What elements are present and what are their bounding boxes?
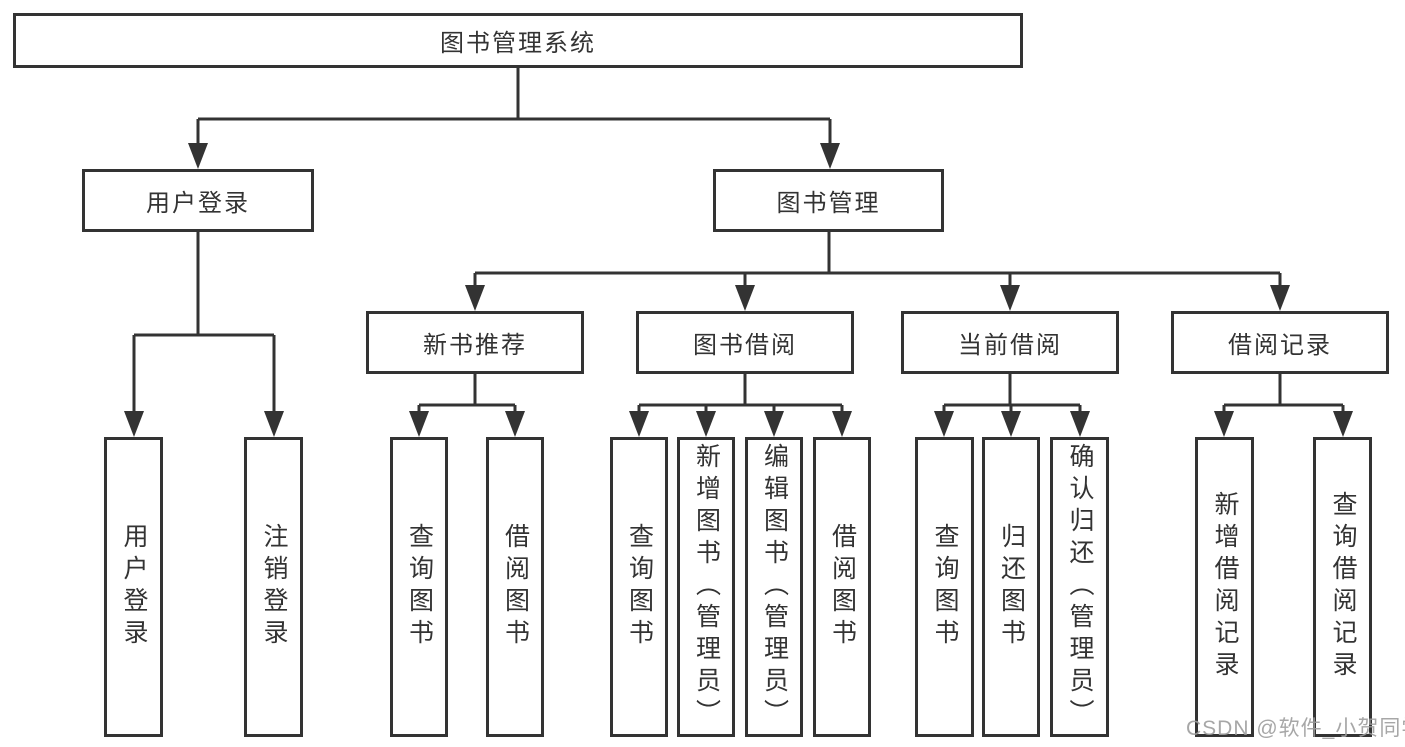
node-user-login-group-label: 用户登录: [146, 190, 250, 217]
edge-current-to-leaves: [942, 374, 1082, 414]
node-borrow-record-label: 借阅记录: [1228, 332, 1332, 359]
node-user-login-group: 用户登录: [82, 169, 314, 232]
leaf-record-add: 新增借阅记录: [1195, 437, 1254, 737]
csdn-watermark: CSDN @软件_小贺同学: [1186, 717, 1405, 740]
arrowheads: [124, 143, 1353, 437]
node-current-borrow-label: 当前借阅: [958, 332, 1062, 359]
node-new-book: 新书推荐: [366, 311, 584, 374]
leaf-borrow-edit-label: 编辑图书（管理员）: [760, 443, 789, 731]
leaf-user-login-label: 用户登录: [120, 523, 148, 651]
node-root: 图书管理系统: [13, 13, 1023, 68]
leaf-record-query: 查询借阅记录: [1313, 437, 1372, 737]
edge-borrow-to-leaves: [637, 374, 844, 414]
leaf-borrow-query-label: 查询图书: [625, 523, 654, 651]
leaf-record-add-label: 新增借阅记录: [1211, 491, 1239, 683]
leaf-current-query: 查询图书: [915, 437, 974, 737]
edge-login-to-leaves: [132, 232, 276, 414]
node-book-borrow-label: 图书借阅: [693, 332, 797, 359]
leaf-borrow-query: 查询图书: [610, 437, 668, 737]
node-book-mgmt-label: 图书管理: [776, 190, 881, 217]
leaf-borrow-add: 新增图书（管理员）: [677, 437, 735, 737]
leaf-current-query-label: 查询图书: [931, 523, 959, 651]
leaf-current-return: 归还图书: [982, 437, 1040, 737]
leaf-borrow-add-label: 新增图书（管理员）: [692, 443, 721, 731]
leaf-borrow-borrow: 借阅图书: [813, 437, 871, 737]
node-book-borrow: 图书借阅: [636, 311, 854, 374]
leaf-newbook-borrow: 借阅图书: [486, 437, 544, 737]
leaf-record-query-label: 查询借阅记录: [1329, 491, 1357, 683]
leaf-current-confirm-label: 确认归还（管理员）: [1066, 443, 1094, 731]
leaf-newbook-borrow-label: 借阅图书: [501, 523, 530, 651]
edge-newbook-to-leaves: [417, 374, 517, 414]
leaf-logout: 注销登录: [244, 437, 303, 737]
node-root-label: 图书管理系统: [440, 30, 596, 57]
edge-mgmt-to-level2: [473, 232, 1282, 288]
leaf-current-return-label: 归还图书: [997, 523, 1026, 651]
leaf-user-login: 用户登录: [104, 437, 163, 737]
edge-root-to-level1: [196, 68, 832, 148]
node-borrow-record: 借阅记录: [1171, 311, 1389, 374]
node-new-book-label: 新书推荐: [423, 332, 527, 359]
leaf-borrow-borrow-label: 借阅图书: [828, 523, 857, 651]
leaf-newbook-query: 查询图书: [390, 437, 448, 737]
node-current-borrow: 当前借阅: [901, 311, 1119, 374]
leaf-borrow-edit: 编辑图书（管理员）: [745, 437, 803, 737]
node-book-mgmt: 图书管理: [713, 169, 944, 232]
edge-record-to-leaves: [1222, 374, 1345, 414]
leaf-current-confirm: 确认归还（管理员）: [1050, 437, 1109, 737]
leaf-newbook-query-label: 查询图书: [405, 523, 434, 651]
leaf-logout-label: 注销登录: [260, 523, 288, 651]
